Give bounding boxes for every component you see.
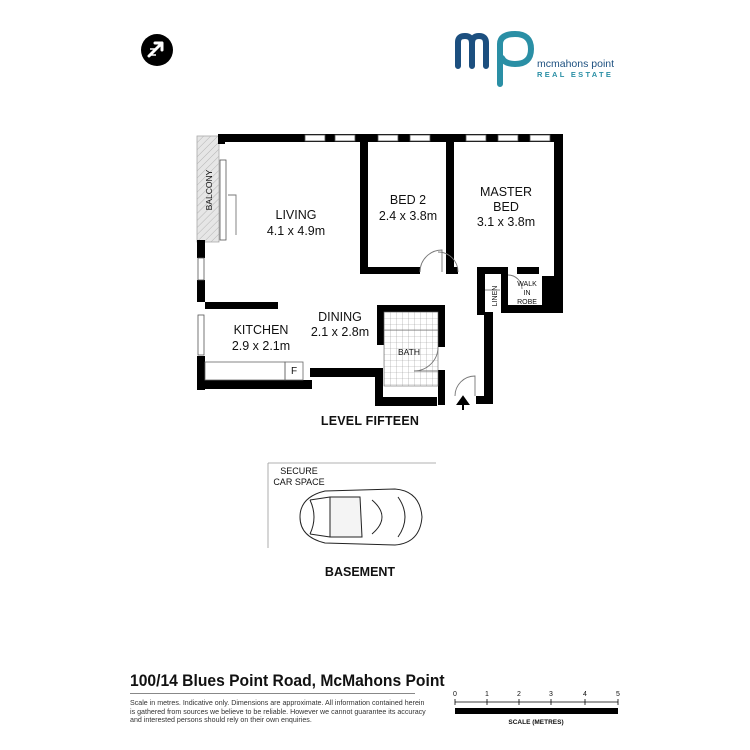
scale-tick-0: 0 [453, 691, 457, 698]
bed2-label: BED 2 [390, 193, 426, 207]
brand-tagline: REAL ESTATE [537, 70, 614, 79]
scale-tick-1: 1 [485, 691, 489, 698]
brand-name: mcmahons point [537, 58, 615, 70]
master-label-2: BED [493, 200, 519, 214]
car-label-1: SECURE [280, 466, 318, 476]
balcony-label: BALCONY [204, 169, 214, 210]
kitchen-label: KITCHEN [234, 323, 289, 337]
scale-tick-3: 3 [549, 691, 553, 698]
wir-label-1: WALK [517, 281, 537, 288]
scale-bar: 0 1 2 3 4 5 SCALE (METRES) [453, 691, 620, 726]
kitchen-size: 2.9 x 2.1m [232, 339, 290, 353]
bed2-size: 2.4 x 3.8m [379, 209, 437, 223]
brand-logo: mcmahons point REAL ESTATE [455, 30, 625, 90]
dining-label: DINING [318, 310, 362, 324]
scale-tick-5: 5 [616, 691, 620, 698]
linen-label: LINEN [492, 286, 499, 307]
property-address: 100/14 Blues Point Road, McMahons Point [130, 671, 445, 690]
kitchen-bench [204, 361, 304, 381]
scale-tick-4: 4 [583, 691, 587, 698]
north-arrow-icon [141, 34, 173, 66]
scale-label: SCALE (METRES) [508, 719, 563, 726]
walls [197, 134, 563, 406]
level-label: LEVEL FIFTEEN [320, 414, 420, 428]
car-icon [299, 488, 423, 546]
windows [197, 134, 551, 356]
wir-label-3: ROBE [517, 299, 537, 306]
living-size: 4.1 x 4.9m [267, 224, 325, 238]
car-label-2: CAR SPACE [273, 477, 324, 487]
wir-label-2: IN [524, 290, 531, 297]
balcony [196, 135, 220, 243]
address-divider [130, 693, 415, 694]
basement-label: BASEMENT [324, 565, 396, 579]
door-swings [228, 194, 523, 397]
car-space [267, 462, 436, 548]
disclaimer-text: Scale in metres. Indicative only. Dimens… [130, 699, 426, 725]
master-size: 3.1 x 3.8m [477, 215, 535, 229]
entry-arrow-icon [456, 395, 470, 410]
room-labels: LIVING 4.1 x 4.9m BED 2 2.4 x 3.8m MASTE… [204, 169, 537, 487]
living-label: LIVING [276, 208, 317, 222]
bath-label: BATH [398, 347, 420, 357]
master-label-1: MASTER [480, 185, 532, 199]
bath-floor-tiles [383, 329, 439, 387]
mp-logo-mark [455, 30, 535, 87]
scale-tick-2: 2 [517, 691, 521, 698]
dining-size: 2.1 x 2.8m [311, 325, 369, 339]
fridge-label: F [291, 366, 297, 377]
